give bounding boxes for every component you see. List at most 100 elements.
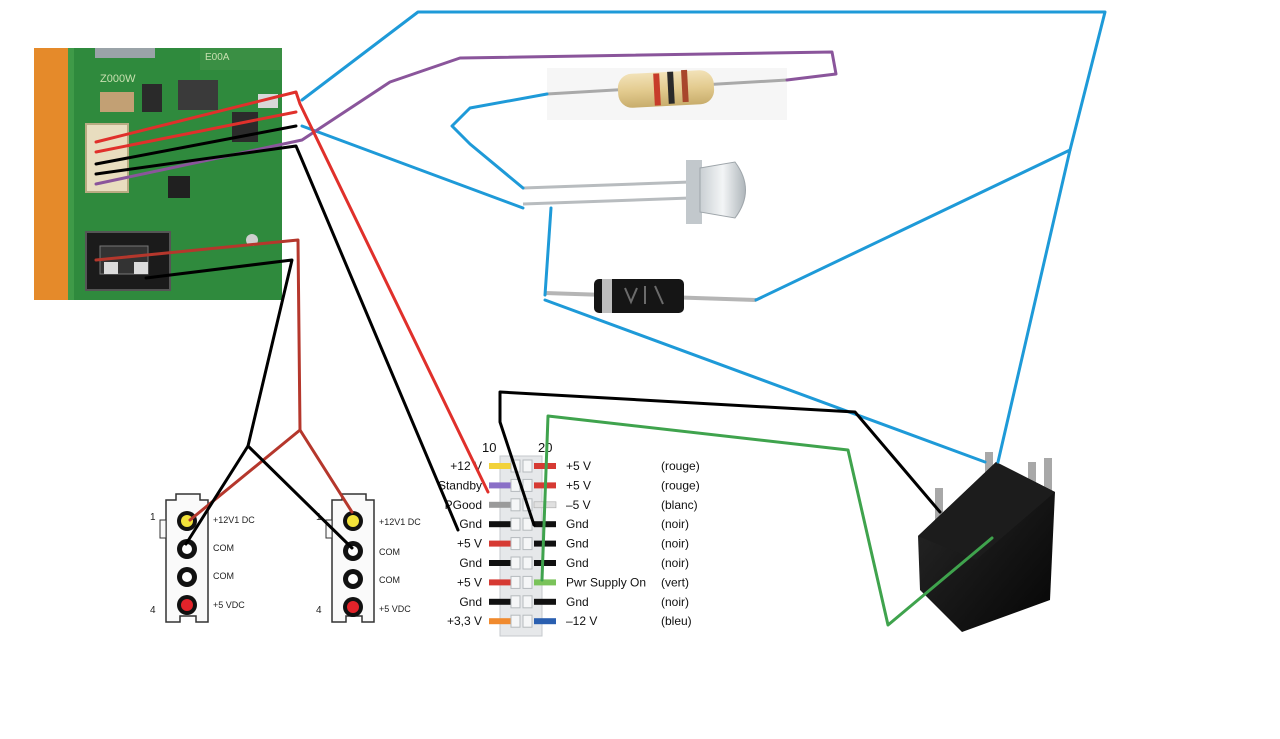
atx-left-wire [489,540,511,547]
wire-black-fan-2 [94,144,460,532]
resistor [546,68,788,120]
atx-left-wire [489,598,511,605]
atx-right-color-text: (vert) [661,575,689,589]
atx-pin [522,537,533,551]
molex-right-label-1: +12V1 DC [379,517,421,527]
pcb-silk-text-2: E00A [205,52,230,63]
molex-left-pin1: 1 [150,512,156,523]
wire-brown-switch [94,238,354,514]
pcb-silk-text: Z000W [100,73,136,85]
wire-blue-resistor [450,92,549,190]
wire-blue-diode-right [754,148,1072,302]
atx-pin [522,575,533,589]
wire-red-fan [94,90,490,494]
atx-right-color-text: (noir) [661,517,689,531]
atx-right-color-text: (blanc) [661,498,698,512]
molex-right-label-3: COM [379,575,400,585]
molex-left-label-1: +12V1 DC [213,515,255,525]
wire-black-fan-1 [94,124,298,166]
wire-black-switch [144,258,294,546]
atx-pin [522,595,533,609]
molex-connector-left: 1 4 +12V1 DC COM COM +5 VDC [150,493,255,623]
wire-black-relay [498,390,942,527]
atx-pin [522,556,533,570]
atx-right-wire [534,598,556,605]
atx-right-color-text: (rouge) [661,459,700,473]
wire-blue-led [300,124,525,210]
wire-blue-led-diode [543,206,553,297]
atx-right-label: Gnd [566,556,589,570]
molex-left-5v-pin [181,599,193,611]
atx-col-right-number: 20 [538,440,552,455]
atx-right-label: +5 V [566,459,591,473]
molex-right-label-2: COM [379,547,400,557]
atx-right-color-text: (noir) [661,556,689,570]
atx-left-label: +5 V [457,537,482,551]
atx-left-wire [489,560,511,566]
atx-col-left-number: 10 [482,440,496,455]
atx-right-label: Pwr Supply On [566,575,646,589]
atx-left-label: Standby [438,478,482,492]
atx-left-wire [489,463,511,469]
molex-left-label-3: COM [213,571,234,581]
atx-left-label: PGood [445,498,482,512]
atx-right-label: Gnd [566,517,589,531]
wire-red-fan-2 [94,110,298,154]
atx-right-label: +5 V [566,478,591,492]
atx-pin [522,478,533,492]
atx-left-label: +5 V [457,575,482,589]
atx-left-label: Gnd [459,595,482,609]
diode [544,279,757,313]
atx-right-wire [534,579,556,586]
diode-cathode-band [602,279,612,313]
atx-left-label: +3,3 V [447,614,482,628]
wire-black-switch-right [246,444,354,550]
atx-left-wire [489,618,511,625]
atx-pin [510,575,521,589]
atx-connector: 10 20 +12 V+5 V(rouge)Standby+5 V(rouge)… [438,440,700,637]
molex-right-5v-pin [347,601,359,613]
atx-left-wire [489,482,511,489]
atx-right-wire [534,560,556,566]
atx-pin [510,498,521,512]
molex-connector-right: 1 4 +12V1 DC COM COM +5 VDC [316,493,421,623]
diode-body [594,279,684,313]
atx-left-wire [489,521,511,528]
atx-left-label: Gnd [459,517,482,531]
atx-right-color-text: (rouge) [661,478,700,492]
chip [178,80,218,110]
molex-left-label-2: COM [213,543,234,553]
led-lens [699,161,746,219]
atx-right-label: Gnd [566,537,589,551]
atx-pin [522,459,533,473]
atx-pin [522,614,533,628]
wire-blue-diode-relay [543,298,987,464]
wire-brown-switch-left [188,428,302,522]
molex-left-label-4: +5 VDC [213,600,245,610]
molex-right-label-4: +5 VDC [379,604,411,614]
atx-right-label: Gnd [566,595,589,609]
pcb-edge [34,48,68,300]
atx-right-wire [534,618,556,625]
atx-pin [510,595,521,609]
molex-right-pin4: 4 [316,605,322,616]
wire-blue-top-loop [300,10,1107,464]
wire-purple [94,50,838,186]
atx-left-wire [489,501,511,508]
molex-right-12v-pin [347,515,359,527]
resistor-body [617,70,715,108]
atx-right-color-text: (bleu) [661,614,692,628]
atx-pin [510,537,521,551]
atx-right-label: –12 V [566,614,597,628]
atx-pin [522,517,533,531]
atx-right-label: –5 V [566,498,591,512]
atx-left-wire [489,579,511,586]
pcb-photo: Z000W E00A [34,48,282,300]
atx-pin-rows: +12 V+5 V(rouge)Standby+5 V(rouge)PGood–… [438,459,700,628]
wires [94,10,1107,627]
atx-left-label: Gnd [459,556,482,570]
led [522,160,746,224]
atx-right-wire [534,540,556,547]
molex-left-12v-pin [181,515,193,527]
